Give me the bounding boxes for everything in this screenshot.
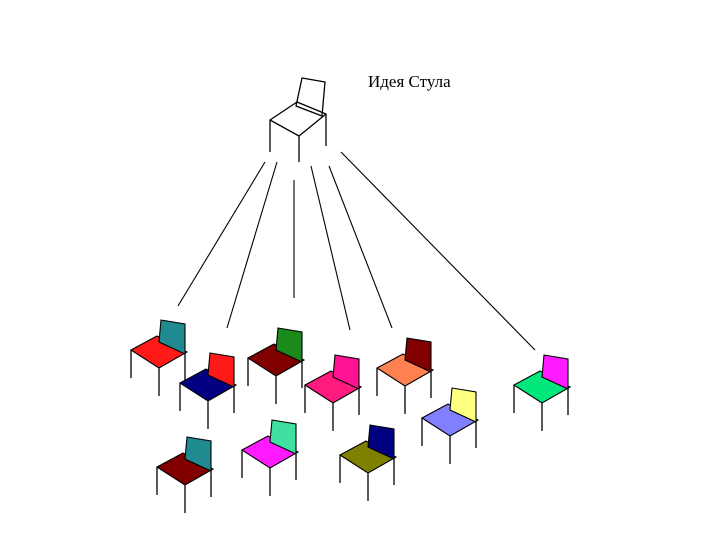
chair-magenta-green bbox=[514, 355, 570, 431]
idea-chair bbox=[270, 78, 326, 162]
chair-red-navy bbox=[180, 353, 236, 429]
connector-line bbox=[341, 152, 535, 350]
chair-green-maroon bbox=[248, 328, 304, 404]
chair-teal-red bbox=[131, 320, 187, 396]
chair-maroon-orange bbox=[377, 338, 433, 414]
chairs-group bbox=[131, 320, 570, 513]
connector-line bbox=[311, 166, 350, 330]
connector-line bbox=[178, 162, 265, 306]
chair-teal-maroon bbox=[157, 437, 213, 513]
chair-mint-magenta bbox=[242, 420, 298, 496]
chair-pink-pink bbox=[305, 355, 361, 431]
connector-lines bbox=[178, 152, 535, 350]
chair-navy-olive bbox=[340, 425, 396, 501]
connector-line bbox=[329, 166, 392, 328]
chair-yellow-blue bbox=[422, 388, 478, 464]
connector-line bbox=[227, 162, 277, 328]
